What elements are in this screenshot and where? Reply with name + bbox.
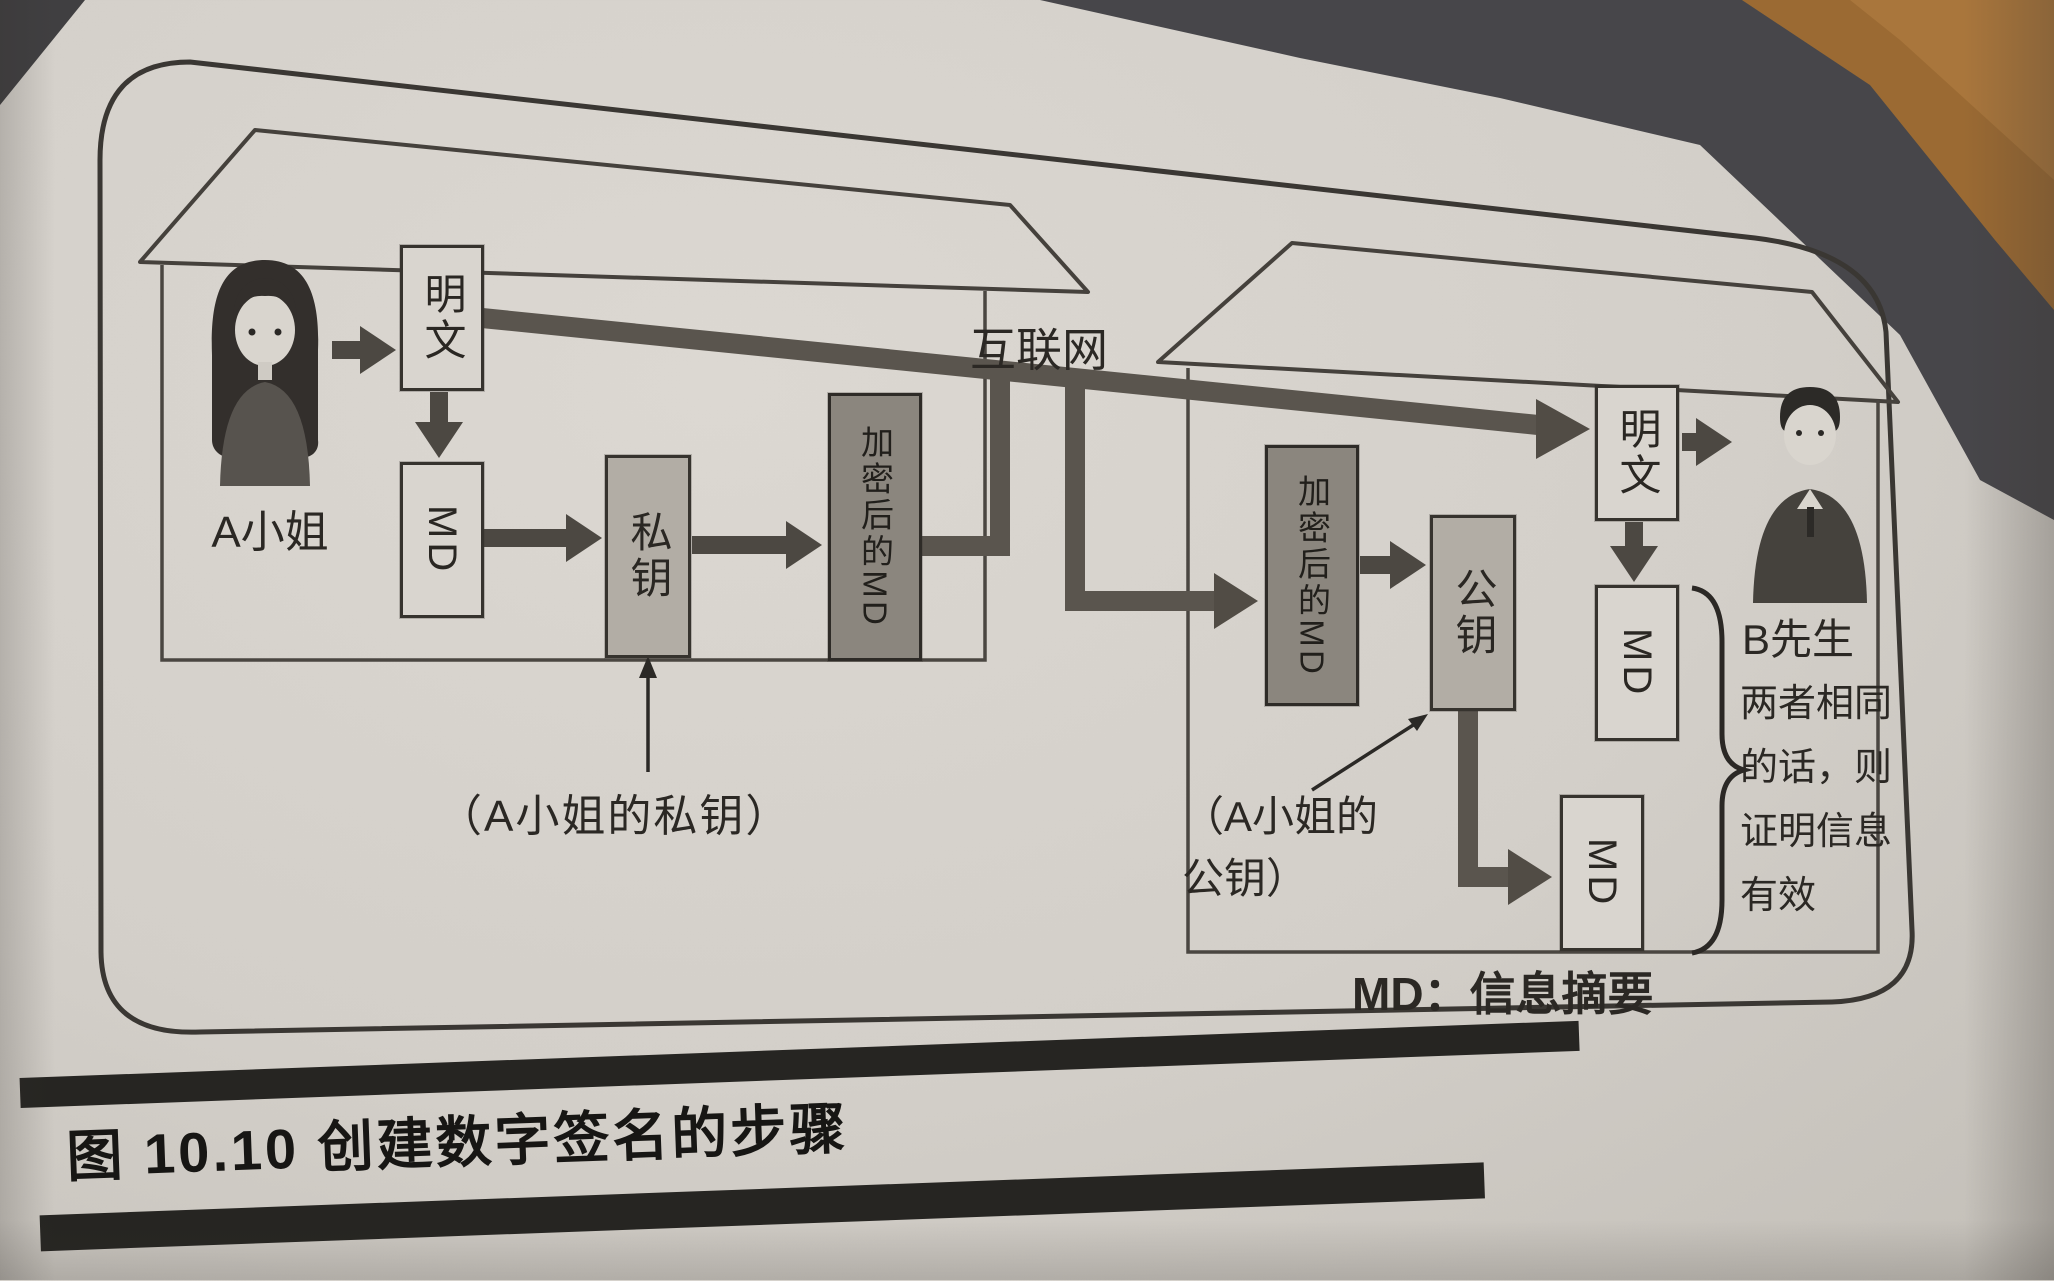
public-key-decrypt-line (1458, 708, 1508, 887)
internet-label: 互联网 (970, 324, 1108, 376)
sender-plaintext-box: 明文 (400, 245, 484, 391)
transport-arrowheads (1214, 399, 1590, 905)
public-key-note-line1: （A小姐的 (1182, 793, 1379, 840)
private-key-box: 私钥 (605, 455, 691, 658)
arrow-plaintext-to-md-receiver (1610, 522, 1658, 582)
verify-note-line2: 的话，则 (1740, 747, 1893, 789)
plaintext-transport-line (480, 308, 1540, 435)
public-key-note-arrowhead (1408, 714, 1428, 731)
decrypt-arrowhead (1508, 849, 1552, 905)
right-edge-shadow (1964, 0, 2054, 1280)
arrow-plaintext-to-md (415, 392, 463, 458)
step-arrows (332, 326, 1732, 589)
wood-table-corner-shade (1742, 0, 2054, 310)
receiver-md-from-plaintext-box: MD (1595, 585, 1679, 741)
internet-transport-lines (480, 308, 1540, 887)
bottom-edge-shadow (0, 1220, 2054, 1280)
mr-b-icon (1753, 387, 1867, 603)
public-key-note-arrow (1311, 720, 1419, 792)
mr-b-label: B先生 (1742, 616, 1855, 663)
miss-a-icon (211, 260, 319, 486)
receiver-house-walls (1186, 368, 1880, 954)
signature-arrowhead (1214, 573, 1258, 629)
arrow-private-key-to-encrypted (692, 521, 822, 569)
miss-a-label: A小姐 (211, 508, 329, 557)
signature-transport-line-out (916, 376, 1010, 556)
background-dark-band (1040, 0, 2054, 520)
sender-house-walls (160, 265, 987, 662)
verify-note: 两者相同 的话，则 证明信息 有效 (1740, 672, 1892, 928)
verify-note-line1: 两者相同 (1740, 683, 1893, 725)
signature-transport-line-in (1065, 386, 1214, 611)
verify-note-line4: 有效 (1740, 875, 1817, 917)
public-key-box: 公钥 (1430, 515, 1516, 711)
public-key-note: （A小姐的 公钥） (1182, 786, 1378, 910)
sender-encrypted-md-box: 加密后的MD (828, 393, 922, 661)
verify-note-line3: 证明信息 (1740, 811, 1893, 853)
private-key-note: （A小姐的私钥） (438, 792, 792, 841)
receiver-md-from-signature-box: MD (1560, 795, 1644, 951)
receiver-plaintext-box: 明文 (1595, 385, 1679, 521)
wood-table-corner (1742, 0, 2054, 310)
figure-frame (97, 59, 1915, 1035)
arrow-encrypted-to-public-key (1360, 541, 1426, 589)
arrow-md-to-private-key (483, 514, 602, 562)
md-legend: MD：信息摘要 (1352, 968, 1654, 1020)
public-key-note-line2: 公钥） (1182, 855, 1309, 902)
annotation-arrows (646, 666, 1419, 792)
arrow-missA-to-plaintext (332, 326, 396, 374)
left-edge-shadow (0, 0, 55, 1280)
compare-brace (1691, 585, 1754, 956)
top-left-dark-corner (0, 0, 85, 105)
sender-md-box: MD (400, 462, 484, 618)
receiver-encrypted-md-box: 加密后的MD (1265, 445, 1359, 706)
arrow-plaintext-to-mrB (1682, 418, 1732, 466)
private-key-note-arrowhead (639, 656, 657, 678)
plaintext-arrowhead (1536, 399, 1590, 459)
sender-house-roof (138, 128, 1090, 294)
